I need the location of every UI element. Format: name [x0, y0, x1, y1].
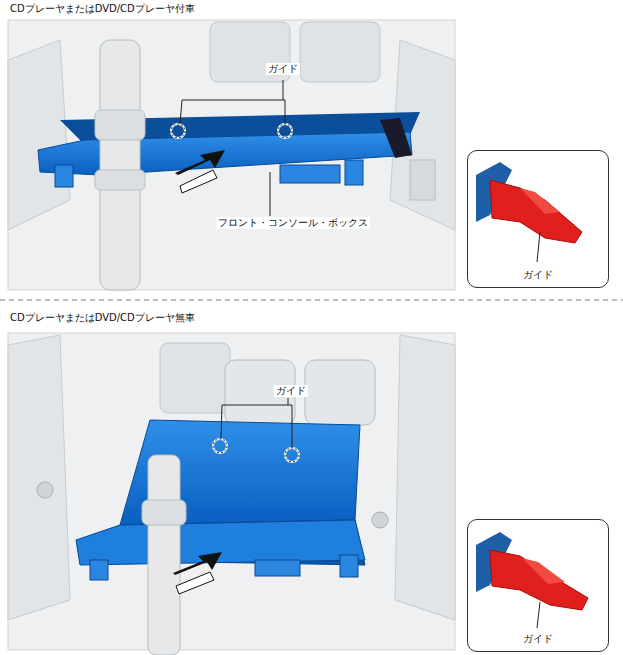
inset-label-row: ガイド [468, 269, 608, 281]
part-label: ガイド [521, 633, 555, 644]
separator [0, 300, 623, 301]
inset-guide-picture [476, 532, 588, 628]
section-heading: CDプレーヤまたはDVD/CDプレーヤ無車 [8, 312, 197, 324]
part-label: ガイド [274, 385, 308, 397]
top-illustration [8, 20, 455, 290]
bottom-illustration [8, 333, 455, 655]
part-label: ガイド [521, 269, 555, 280]
part-label: ガイド [266, 63, 300, 75]
inset-label-row: ガイド [468, 633, 608, 645]
inset-box: ガイド [467, 150, 609, 288]
section-heading: CDプレーヤまたはDVD/CDプレーヤ付車 [8, 3, 197, 15]
inset-guide-picture [476, 162, 582, 262]
part-label: フロント・コンソール・ボックス [216, 217, 370, 229]
inset-box: ガイド [467, 519, 609, 652]
